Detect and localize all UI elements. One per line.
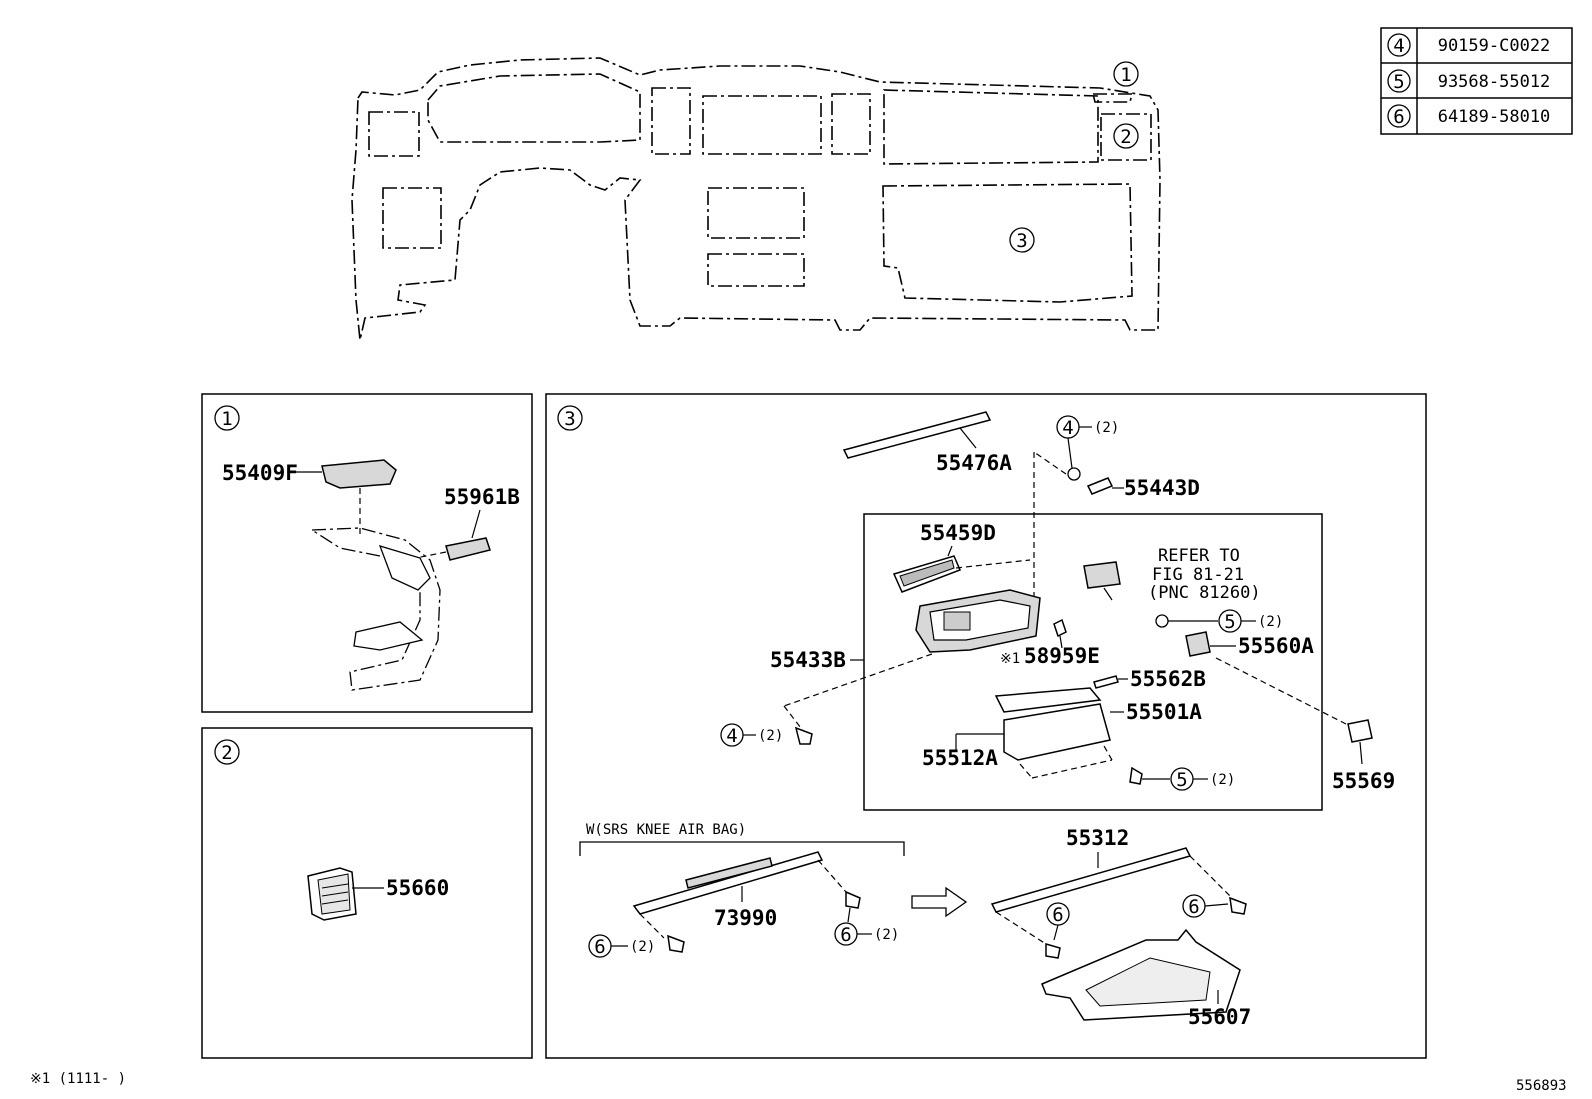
part-55569-shape bbox=[1347, 719, 1373, 743]
legend-key-4: 4 bbox=[1393, 35, 1404, 57]
key-6-middle: 6 bbox=[1052, 904, 1063, 926]
screw-6-far bbox=[1229, 896, 1247, 915]
part-55560A-label: 55560A bbox=[1238, 634, 1314, 658]
screw-4-left bbox=[794, 726, 813, 745]
footer-code: 556893 bbox=[1516, 1078, 1567, 1094]
screw-6-left bbox=[667, 934, 685, 953]
part-55409F-shape bbox=[321, 459, 397, 489]
refer-line-1: REFER TO bbox=[1158, 546, 1240, 566]
part-73990-shape bbox=[632, 851, 824, 915]
legend-key-5: 5 bbox=[1393, 71, 1404, 93]
panel-3: 3 55476A 4 (2) 55443D 55459D 55433B bbox=[545, 393, 1427, 1059]
legend-row-4: 4 90159-C0022 bbox=[1387, 33, 1551, 57]
part-55312-label: 55312 bbox=[1066, 826, 1129, 850]
legend-part-6: 64189-58010 bbox=[1438, 107, 1551, 127]
part-55459D-label: 55459D bbox=[920, 521, 996, 545]
part-55562B-shape bbox=[1093, 675, 1119, 689]
part-55312-shape bbox=[990, 847, 1192, 913]
part-55562B-label: 55562B bbox=[1130, 667, 1206, 691]
part-55433B-label: 55433B bbox=[770, 648, 846, 672]
part-73990-label: 73990 bbox=[714, 906, 777, 930]
screw-6-right bbox=[845, 890, 861, 909]
part-55512A-label: 55512A bbox=[922, 746, 998, 770]
panel-2-id: 2 bbox=[221, 742, 232, 764]
refer-line-3: (PNC 81260) bbox=[1148, 583, 1261, 603]
legend-row-6: 6 64189-58010 bbox=[1387, 104, 1551, 128]
legend-key-6: 6 bbox=[1393, 106, 1404, 128]
part-55560A-shape bbox=[1185, 631, 1211, 657]
refer-line-2: FIG 81-21 bbox=[1152, 565, 1244, 585]
part-55569-label: 55569 bbox=[1332, 769, 1395, 793]
part-55501A-label: 55501A bbox=[1126, 700, 1202, 724]
qty-4-left: (2) bbox=[758, 728, 783, 744]
screw-6-middle bbox=[1045, 943, 1061, 959]
panel-1-id: 1 bbox=[221, 408, 232, 430]
part-55607-label: 55607 bbox=[1188, 1005, 1251, 1029]
part-55501A-shape bbox=[1003, 703, 1111, 761]
qty-6-right: (2) bbox=[874, 927, 899, 943]
legend-row-5: 5 93568-55012 bbox=[1387, 69, 1551, 93]
qty-5-upper: (2) bbox=[1258, 614, 1283, 630]
part-55961B-shape bbox=[445, 537, 491, 561]
inner-assembly-box bbox=[863, 513, 1323, 811]
srs-label: W(SRS KNEE AIR BAG) bbox=[586, 822, 746, 838]
part-55961B-label: 55961B bbox=[444, 485, 520, 509]
dashboard-overview bbox=[351, 57, 1161, 341]
key-4-left: 4 bbox=[726, 725, 737, 747]
part-55443D-label: 55443D bbox=[1124, 476, 1200, 500]
part-55476A-label: 55476A bbox=[936, 451, 1012, 475]
part-55443D-shape bbox=[1086, 477, 1114, 495]
panel-1-dashboard-fragment bbox=[309, 527, 441, 691]
key-4-top: 4 bbox=[1062, 417, 1073, 439]
part-55476A-shape bbox=[842, 411, 992, 459]
qty-6-left: (2) bbox=[630, 939, 655, 955]
part-58959E-shape bbox=[1053, 618, 1067, 638]
screw-5-lower bbox=[1129, 766, 1143, 785]
arrow-icon bbox=[911, 886, 968, 918]
key-6-left: 6 bbox=[594, 936, 605, 958]
qty-5-lower: (2) bbox=[1210, 772, 1235, 788]
overview-callout-2: 2 bbox=[1120, 126, 1131, 148]
screw-5-upper bbox=[1155, 614, 1169, 628]
part-55501A-top bbox=[994, 687, 1102, 713]
legend-part-4: 90159-C0022 bbox=[1438, 36, 1551, 56]
overview-callout-3: 3 bbox=[1016, 230, 1027, 252]
panel-3-id: 3 bbox=[564, 408, 575, 430]
overview-callouts: 1 2 3 bbox=[1009, 61, 1139, 253]
legend-part-5: 93568-55012 bbox=[1438, 72, 1551, 92]
legend-table: 4 90159-C0022 5 93568-55012 6 64189-5801… bbox=[1380, 27, 1573, 135]
qty-4-top: (2) bbox=[1094, 420, 1119, 436]
panel-2: 2 55660 bbox=[201, 727, 533, 1059]
part-55409F-label: 55409F bbox=[222, 461, 298, 485]
note-mark-58959E: ※1 bbox=[1000, 651, 1020, 667]
key-6-right: 6 bbox=[840, 924, 851, 946]
key-5-upper: 5 bbox=[1224, 611, 1235, 633]
key-6-far: 6 bbox=[1188, 896, 1199, 918]
overview-callout-1: 1 bbox=[1120, 64, 1131, 86]
relay-shape bbox=[1083, 561, 1121, 589]
key-5-lower: 5 bbox=[1176, 769, 1187, 791]
panel-1: 1 55409F 55961B bbox=[201, 393, 533, 713]
footer-note: ※1 (1111- ) bbox=[30, 1071, 126, 1087]
part-55660-label: 55660 bbox=[386, 876, 449, 900]
